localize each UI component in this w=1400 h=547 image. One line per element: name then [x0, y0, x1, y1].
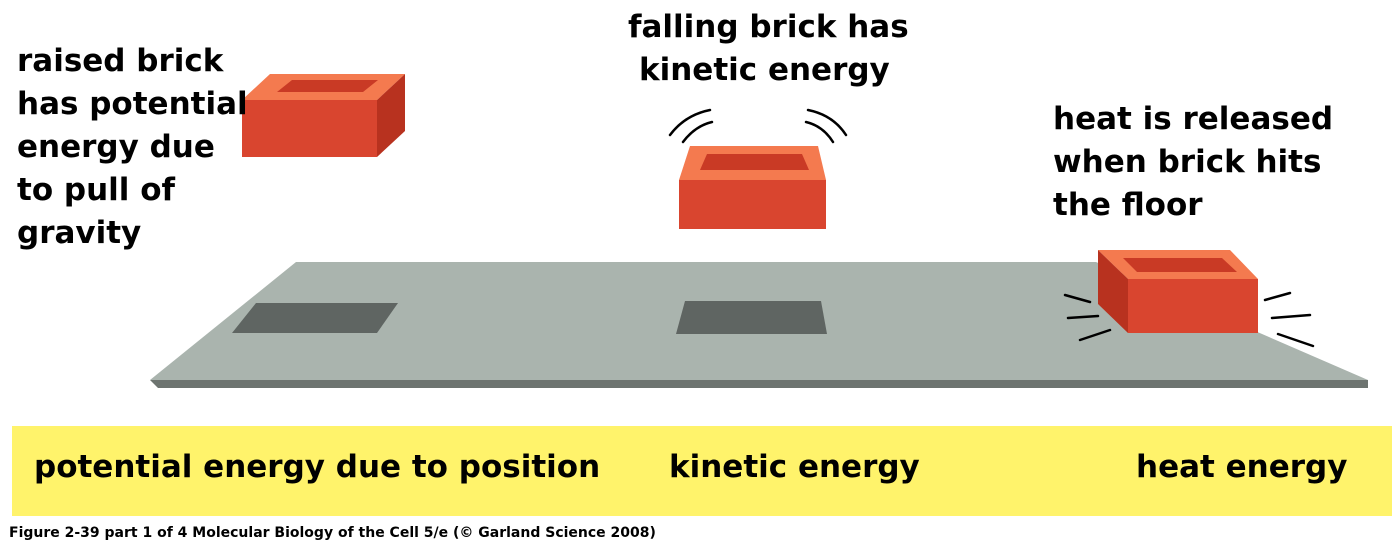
label-line: has potential [17, 86, 248, 122]
label-line: energy due [17, 129, 215, 165]
energy-flow-banner [12, 426, 1392, 516]
label-line: raised brick [17, 43, 224, 79]
motion-lines-icon [668, 108, 848, 144]
label-line: heat is released [1053, 101, 1334, 137]
landed-brick [1098, 250, 1258, 333]
falling-brick-label: falling brick has kinetic energy [628, 6, 909, 92]
label-line: falling brick has [628, 9, 909, 45]
flow-step-kinetic: kinetic energy [669, 449, 920, 485]
raised-brick [242, 74, 405, 157]
flow-step-potential: potential energy due to position [34, 449, 601, 485]
heat-release-label: heat is released when brick hits the flo… [1053, 98, 1333, 227]
label-line: the floor [1053, 187, 1203, 223]
figure-caption: Figure 2-39 part 1 of 4 Molecular Biolog… [9, 525, 656, 541]
impact-lines-icon [1063, 291, 1315, 348]
label-line: to pull of [17, 172, 175, 208]
falling-brick [679, 146, 826, 229]
floor-edge [150, 380, 1368, 388]
label-line: when brick hits [1053, 144, 1322, 180]
label-line: kinetic energy [639, 52, 890, 88]
raised-brick-label: raised brick has potential energy due to… [17, 40, 248, 255]
flow-step-heat: heat energy [1136, 449, 1348, 485]
falling-brick-shadow [676, 301, 827, 334]
raised-brick-shadow [232, 303, 398, 333]
label-line: gravity [17, 215, 142, 251]
